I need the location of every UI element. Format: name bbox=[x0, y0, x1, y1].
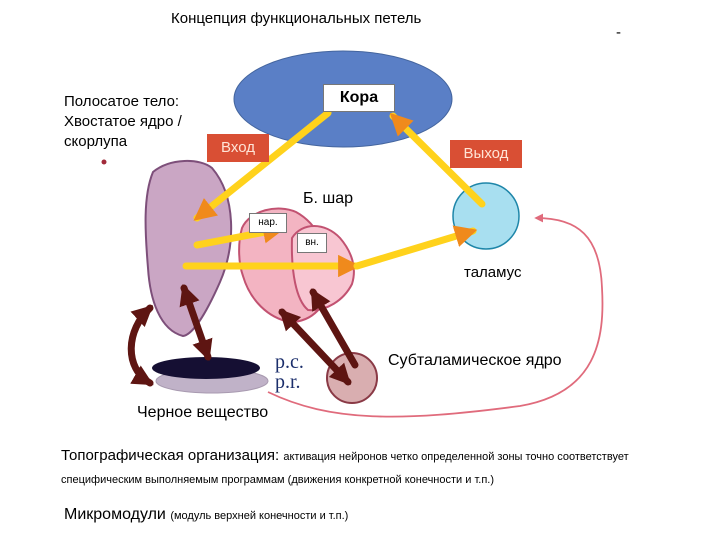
arrow-thalamus-cortex bbox=[389, 112, 486, 208]
striatum-label: Полосатое тело: Хвостатое ядро / скорлуп… bbox=[64, 93, 182, 150]
thalamus-label: таламус bbox=[464, 264, 522, 281]
cortex-label: Кора bbox=[323, 84, 395, 112]
diagram-title: Концепция функциональных петель bbox=[171, 10, 422, 27]
topographic-description: активация нейронов четко определенной зо… bbox=[283, 451, 629, 463]
topographic-note: Топографическая организация: активация н… bbox=[61, 447, 629, 464]
subthalamic-label: Субталамическое ядро bbox=[388, 352, 562, 369]
arrow-cortex-striatum bbox=[193, 109, 332, 222]
globus-pallidus-label: Б. шар bbox=[303, 190, 354, 207]
arrow-striatum-nigra bbox=[179, 284, 213, 361]
pallidus-external-label: нар. bbox=[249, 213, 287, 233]
arrow-striatum-nigra-curved bbox=[127, 304, 154, 387]
nigra-dark-shape bbox=[152, 357, 260, 379]
topographic-description-continued: специфическим выполняемым программам (дв… bbox=[61, 474, 494, 486]
substantia-nigra-label: Черное вещество bbox=[137, 404, 269, 421]
arrow-pallidus-thalamus bbox=[353, 225, 478, 270]
marker-dot bbox=[101, 159, 107, 165]
pars-reticulata-label: p.r. bbox=[275, 371, 301, 393]
micromodules-heading: Микромодули bbox=[64, 506, 166, 523]
output-label: Выход bbox=[450, 140, 522, 168]
pars-compacta-label: p.c. bbox=[275, 351, 304, 373]
corner-mark: - bbox=[616, 24, 621, 41]
arrow-pallidus-external-subthalamic bbox=[278, 308, 352, 386]
pallidus-internal-label: вн. bbox=[297, 233, 327, 253]
input-label: Вход bbox=[207, 134, 269, 162]
feedback-arrow-nigra-thalamus bbox=[267, 213, 604, 418]
micromodules-description: (модуль верхней конечности и т.п.) bbox=[170, 510, 349, 522]
micromodules-note: Микромодули (модуль верхней конечности и… bbox=[64, 506, 348, 524]
thalamus-shape bbox=[452, 182, 520, 250]
topographic-heading: Топографическая организация: bbox=[61, 447, 280, 464]
arrow-subthalamic-pallidus-internal bbox=[309, 288, 359, 369]
